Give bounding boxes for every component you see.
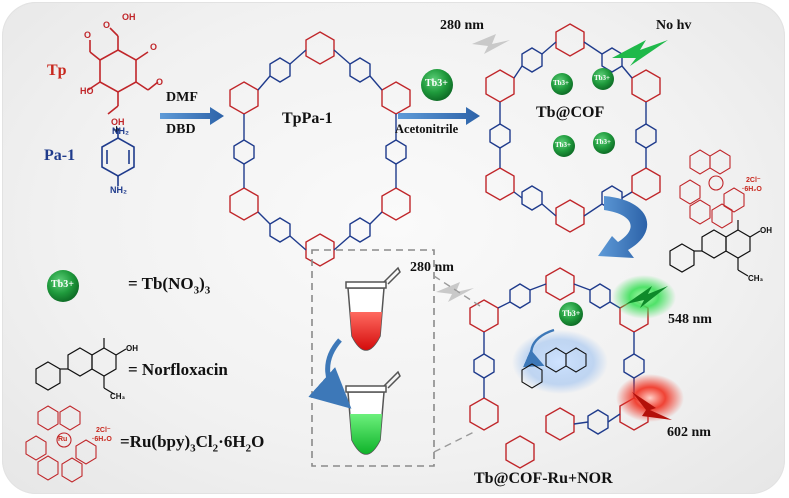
tbcof-framework [485, 23, 661, 233]
nm602-label: 602 nm [667, 425, 711, 440]
legend-tb-sphere [47, 270, 79, 302]
ru-complex-structure-legend [25, 405, 97, 483]
tp-atom-labels: O OH O HO O OH O [80, 12, 163, 127]
tube-red [345, 266, 401, 351]
nor-binding-glow [512, 330, 608, 394]
svg-text:OH: OH [111, 117, 125, 127]
uv-bolt-top [472, 34, 510, 54]
legend-ru-metal: Ru [58, 436, 68, 443]
tb-ion-cof-3: Tb3+ [555, 141, 572, 149]
ru-top-water: ·6H₂O [742, 186, 762, 193]
tb-ion-bound [559, 302, 583, 326]
norfloxacin-structure-legend [35, 338, 127, 395]
legend-ru-sub2: 2 [212, 442, 219, 455]
tb-reagent-sphere [421, 69, 453, 101]
tb-ion-cof-1: Tb3+ [553, 79, 570, 87]
legend-ru-tail: ·6H [218, 432, 246, 451]
svg-text:O: O [156, 77, 163, 87]
arrow-acetonitrile [398, 107, 480, 125]
pa1-monomer-structure [101, 128, 135, 186]
red-emission-602 [616, 374, 684, 422]
legend-ru-formula: =Ru(bpy)3Cl2·6H2O [120, 432, 264, 454]
dashed-inset-box [311, 249, 435, 467]
legend-ru-rest: Cl [195, 432, 213, 451]
norfloxacin-bound [521, 347, 587, 389]
ru-complex-structure-top [679, 149, 745, 229]
tb-ions-in-cof [551, 68, 615, 157]
plus-sign: + [112, 122, 122, 139]
nor-top-ch3: CH₃ [748, 274, 764, 283]
green-emission-548 [612, 275, 676, 319]
tp-monomer-structure [87, 27, 159, 115]
legend-tb-sub: 3 [193, 284, 200, 297]
nm280-top-label: 280 nm [440, 18, 484, 33]
legend-ru-eq: =Ru(bpy) [120, 432, 191, 451]
legend-nor-ch3: CH₃ [110, 392, 126, 401]
tp-label: Tp [47, 62, 67, 79]
tb-ion-bound-label: Tb3+ [562, 309, 581, 318]
legend-tb-eq: = Tb(NO [128, 274, 194, 293]
tube-green [345, 370, 401, 455]
tbcof-label: Tb@COF [536, 104, 605, 121]
nm548-label: 548 nm [668, 312, 712, 327]
dbd-label: DBD [166, 122, 196, 137]
svg-text:O: O [103, 20, 110, 30]
tube-transition-arrow [308, 338, 352, 409]
arrow-dmf-dbd [160, 107, 224, 125]
dmf-label: DMF [166, 90, 198, 105]
legend-ru-sub: 3 [190, 442, 196, 455]
pa1-label: Pa-1 [44, 147, 76, 164]
legend-ru-counterion: 2Cl⁻ [96, 427, 111, 434]
tb-reagent-label: Tb3+ [425, 78, 448, 89]
norfloxacin-structure-top [669, 220, 761, 277]
svg-text:O: O [150, 42, 157, 52]
legend-nor-label: = Norfloxacin [128, 360, 228, 379]
legend-tb-close: ) [199, 274, 205, 293]
curved-process-arrow [598, 196, 648, 258]
pa1-nh2-top: NH₂ [112, 126, 129, 136]
svg-text:OH: OH [122, 12, 136, 22]
svg-text:HO: HO [80, 86, 94, 96]
legend-tb-formula: = Tb(NO3)3 [128, 274, 210, 296]
callout-line-upper [433, 275, 481, 307]
tb-ion-cof-4: Tb3+ [595, 138, 612, 146]
uv-bolt-bottom [436, 282, 474, 302]
ru-top-counterion: 2Cl⁻ [746, 177, 761, 184]
svg-text:O: O [84, 30, 91, 40]
interaction-arrow [522, 328, 555, 368]
pa1-nh2-bottom: NH₂ [110, 185, 127, 195]
tppa1-framework [229, 31, 411, 267]
nor-top-oh: OH [760, 226, 772, 235]
legend-tb-sub2: 3 [204, 284, 211, 297]
green-bolt-top [612, 40, 668, 66]
result-label: Tb@COF-Ru+NOR [474, 470, 613, 487]
legend-nor-oh: OH [126, 344, 138, 353]
legend-tb-ion: Tb3+ [51, 279, 74, 290]
nm280-bottom-label: 280 nm [410, 260, 454, 275]
tb-ion-cof-2: Tb3+ [594, 74, 611, 82]
acetonitrile-label: Acetonitrile [395, 122, 459, 136]
no-hv-label: No hv [656, 18, 692, 33]
legend-ru-sub3: 2 [245, 442, 252, 455]
callout-line-lower [433, 431, 475, 453]
tppa1-label: TpPa-1 [282, 110, 333, 127]
legend-ru-water: ·6H₂O [92, 436, 112, 443]
legend-ru-end: O [251, 432, 265, 451]
